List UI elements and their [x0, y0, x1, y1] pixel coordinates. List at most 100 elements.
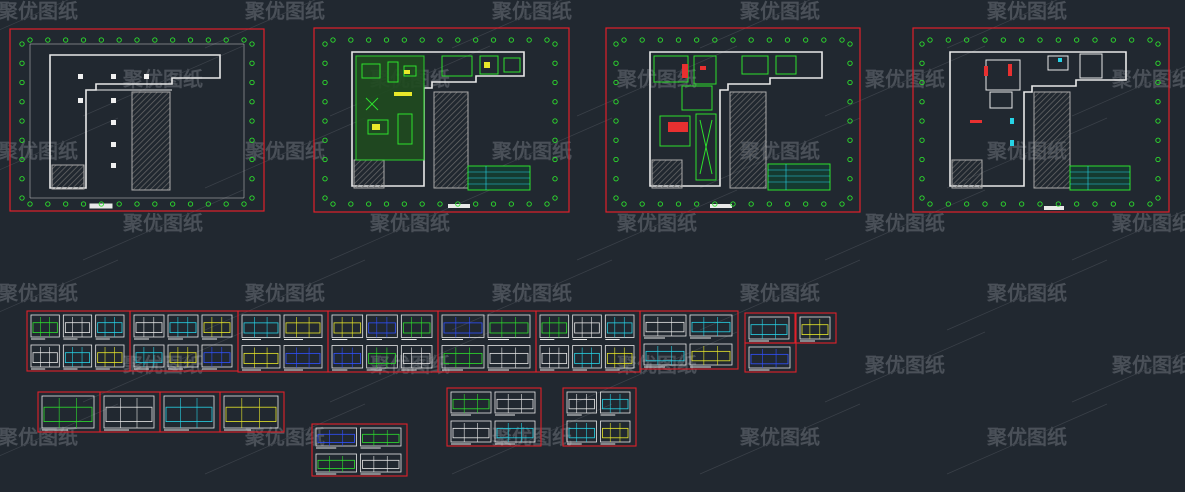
sheet-frame: [311, 423, 408, 477]
elevation-detail: [97, 352, 123, 364]
grid-bubble: [821, 37, 827, 43]
drawing-sheet-floor-plan-electrical[interactable]: [912, 27, 1170, 213]
watermark-text: 聚优图纸: [122, 353, 203, 377]
grid-bubble: [613, 41, 619, 47]
watermark-stroke: [0, 403, 119, 457]
elevation-detail: [489, 322, 529, 334]
grid-bubble: [613, 176, 619, 182]
grid-bubble: [613, 195, 619, 201]
grid-bubble: [1092, 37, 1098, 43]
grid-bubble: [730, 201, 736, 207]
watermark-text: 聚优图纸: [986, 0, 1067, 23]
elevation-sheet[interactable]: [129, 310, 239, 372]
grid-bubble: [249, 99, 255, 105]
grid-bubble: [19, 176, 25, 182]
elevation-sheet[interactable]: [446, 387, 542, 447]
watermark-stroke: [82, 45, 244, 117]
elevation-detail: [368, 322, 396, 334]
grid-bubble: [847, 195, 853, 201]
elevation-sheet[interactable]: [219, 391, 285, 433]
grid-bubble: [526, 201, 532, 207]
grid-bubble: [419, 37, 425, 43]
drawing-sheet-floor-plan-furniture[interactable]: [313, 27, 570, 213]
elevation-detail: [169, 322, 197, 334]
elevation-detail: [32, 352, 58, 364]
grid-bubble: [473, 201, 479, 207]
elevation-detail: [496, 427, 534, 439]
grid-bubble: [249, 156, 255, 163]
elevation-sheet[interactable]: [159, 391, 221, 433]
grid-bubbles: [613, 37, 853, 207]
watermark-stroke: [824, 331, 986, 403]
grid-bubble: [919, 60, 925, 66]
grid-bubble: [45, 37, 51, 43]
watermark-text: 聚优图纸: [986, 425, 1067, 449]
grid-bubble: [1155, 60, 1161, 66]
grid-bubble: [982, 201, 988, 207]
watermark-text: 聚优图纸: [0, 139, 78, 163]
grid-bubble: [322, 60, 328, 66]
grid-bubble: [330, 37, 336, 43]
grid-bubble: [964, 37, 970, 43]
watermark-text: 聚优图纸: [864, 211, 945, 235]
grid-bubble: [330, 201, 336, 207]
elevation-sheet[interactable]: [99, 391, 161, 433]
grid-bubble: [982, 37, 988, 43]
elevation-sheet[interactable]: [795, 312, 837, 344]
sheet-frame: [159, 391, 221, 433]
grid-bubble: [1110, 201, 1116, 207]
floor-plan-drawing: [351, 51, 531, 208]
grid-bubble: [1092, 201, 1098, 207]
grid-bubble: [134, 37, 140, 43]
elevation-outline: [315, 427, 357, 447]
elevation-detail: [452, 427, 490, 439]
elevation-sheet[interactable]: [437, 310, 537, 373]
elevation-detail: [568, 398, 595, 410]
grid-bubble: [847, 176, 853, 182]
grid-bubble: [919, 79, 925, 86]
watermark-text: 聚优图纸: [491, 281, 572, 305]
grid-bubble: [19, 195, 25, 201]
elevation-sheet[interactable]: [535, 310, 641, 373]
watermark-stroke: [699, 0, 811, 49]
elevation-sheet[interactable]: [744, 312, 796, 344]
elevation-detail: [452, 398, 490, 410]
elevation-sheet[interactable]: [311, 423, 408, 477]
elevation-sheet[interactable]: [237, 310, 329, 373]
elevation-sheet[interactable]: [639, 310, 739, 370]
watermark-text: 聚优图纸: [0, 425, 78, 449]
grid-bubble: [19, 137, 25, 143]
watermark-stroke: [699, 259, 861, 331]
grid-bubble: [170, 201, 176, 207]
elevation-sheet[interactable]: [37, 391, 101, 433]
elevation-sheet[interactable]: [327, 310, 439, 373]
elevation-detail: [135, 352, 163, 364]
elevation-outline: [103, 395, 155, 429]
watermark-text: 聚优图纸: [864, 353, 945, 377]
grid-bubble: [322, 195, 328, 201]
sheet-frame: [562, 387, 637, 447]
elevation-sheet[interactable]: [562, 387, 637, 447]
elevation-outline: [494, 391, 536, 414]
drawing-sheet-floor-plan-ceiling[interactable]: [605, 27, 861, 213]
grid-bubble: [116, 37, 122, 43]
elevation-detail: [203, 352, 231, 364]
elevation-outline: [441, 314, 485, 338]
watermark-stroke: [451, 403, 613, 475]
watermark-stroke: [946, 0, 1058, 49]
elevation-detail: [243, 322, 279, 334]
elevation-outline: [400, 345, 433, 369]
watermark-stroke: [699, 403, 861, 475]
grid-bubble: [847, 118, 853, 124]
elevation-sheet[interactable]: [744, 342, 797, 373]
elevation-sheet[interactable]: [26, 310, 131, 372]
elevation-sheets-row[interactable]: [26, 310, 837, 477]
grid-bubble: [455, 201, 461, 207]
grid-bubble: [847, 156, 853, 163]
drawing-sheet-floor-plan-original[interactable]: [9, 28, 265, 212]
grid-bubble: [152, 201, 158, 207]
grid-bubbles: [919, 37, 1161, 207]
elevation-detail: [165, 406, 213, 423]
elevation-detail: [97, 322, 123, 334]
